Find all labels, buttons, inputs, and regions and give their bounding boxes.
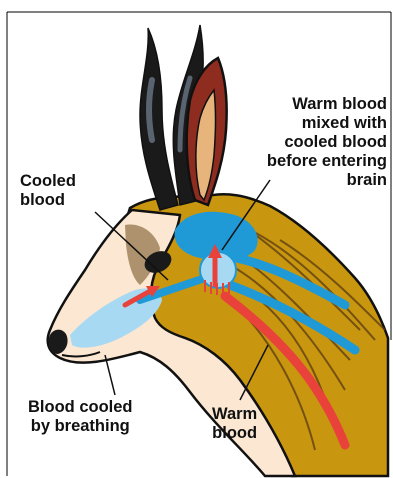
- horn-front: [140, 28, 178, 210]
- label-warm-blood: Warm blood: [212, 405, 257, 443]
- label-cooled-blood: Cooled blood: [20, 172, 76, 210]
- label-warm-blood-mixed: Warm blood mixed with cooled blood befor…: [267, 95, 387, 190]
- label-blood-cooled-by-breathing: Blood cooled by breathing: [28, 398, 133, 436]
- horn-front-highlight: [149, 80, 152, 140]
